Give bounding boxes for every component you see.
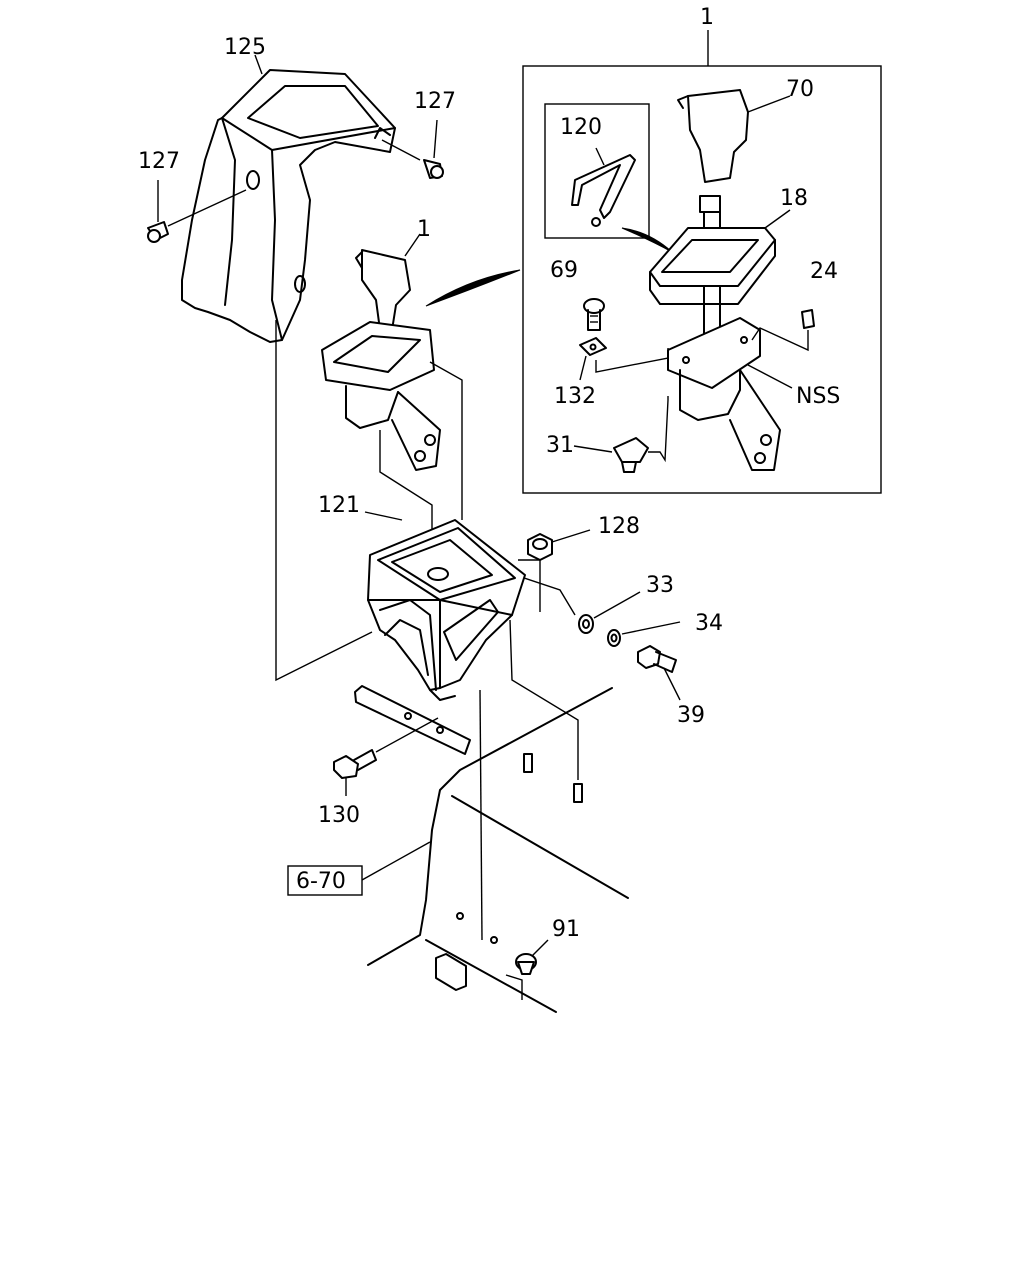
callout-bracket: 121 bbox=[318, 493, 360, 518]
callout-clip-left: 127 bbox=[138, 149, 180, 174]
lock-washer-part bbox=[607, 621, 681, 647]
clip-right-part bbox=[381, 119, 444, 179]
bracket-part bbox=[364, 511, 526, 691]
callout-bolt: 39 bbox=[677, 703, 705, 728]
screw-part bbox=[583, 298, 605, 331]
callout-spring-clip: 120 bbox=[560, 115, 602, 140]
assembly-inset bbox=[522, 30, 882, 494]
callout-clip-right: 127 bbox=[414, 89, 456, 114]
lever-body-part bbox=[667, 317, 793, 471]
callout-nss: NSS bbox=[796, 384, 840, 409]
callout-plug: 91 bbox=[552, 917, 580, 942]
clip-left-part bbox=[147, 180, 247, 243]
callout-lock-washer: 34 bbox=[695, 611, 723, 636]
callout-ref-box: 6-70 bbox=[296, 869, 346, 894]
washer-part bbox=[578, 591, 641, 634]
studs bbox=[523, 753, 583, 803]
callout-nut: 128 bbox=[598, 514, 640, 539]
switch-part bbox=[573, 396, 669, 473]
shift-lever-part bbox=[321, 233, 521, 471]
callout-bracket-bolt: 130 bbox=[318, 803, 360, 828]
callout-kit-shift-lever: 1 bbox=[417, 217, 431, 242]
floor-panel bbox=[361, 687, 629, 1013]
callout-cover: 125 bbox=[224, 35, 266, 60]
cover-part bbox=[181, 54, 396, 343]
knob-part bbox=[677, 89, 791, 183]
spring-clip-part bbox=[544, 103, 673, 253]
callout-plate: 132 bbox=[554, 384, 596, 409]
callout-washer: 33 bbox=[646, 573, 674, 598]
callout-knob: 70 bbox=[786, 77, 814, 102]
pin-part bbox=[751, 309, 815, 352]
callout-assembly: 1 bbox=[700, 5, 714, 30]
callout-indicator: 18 bbox=[780, 186, 808, 211]
nut-part bbox=[527, 529, 591, 561]
plug-part bbox=[515, 939, 549, 975]
bracket-bolt-part bbox=[333, 717, 439, 796]
bolt-part bbox=[637, 645, 681, 701]
indicator-part bbox=[649, 195, 791, 341]
bracket-plate-part bbox=[354, 685, 471, 755]
ref-box bbox=[287, 865, 363, 896]
callout-pin: 24 bbox=[810, 259, 838, 284]
plate-part bbox=[579, 337, 669, 381]
callout-switch: 31 bbox=[546, 433, 574, 458]
callout-screw: 69 bbox=[550, 258, 578, 283]
